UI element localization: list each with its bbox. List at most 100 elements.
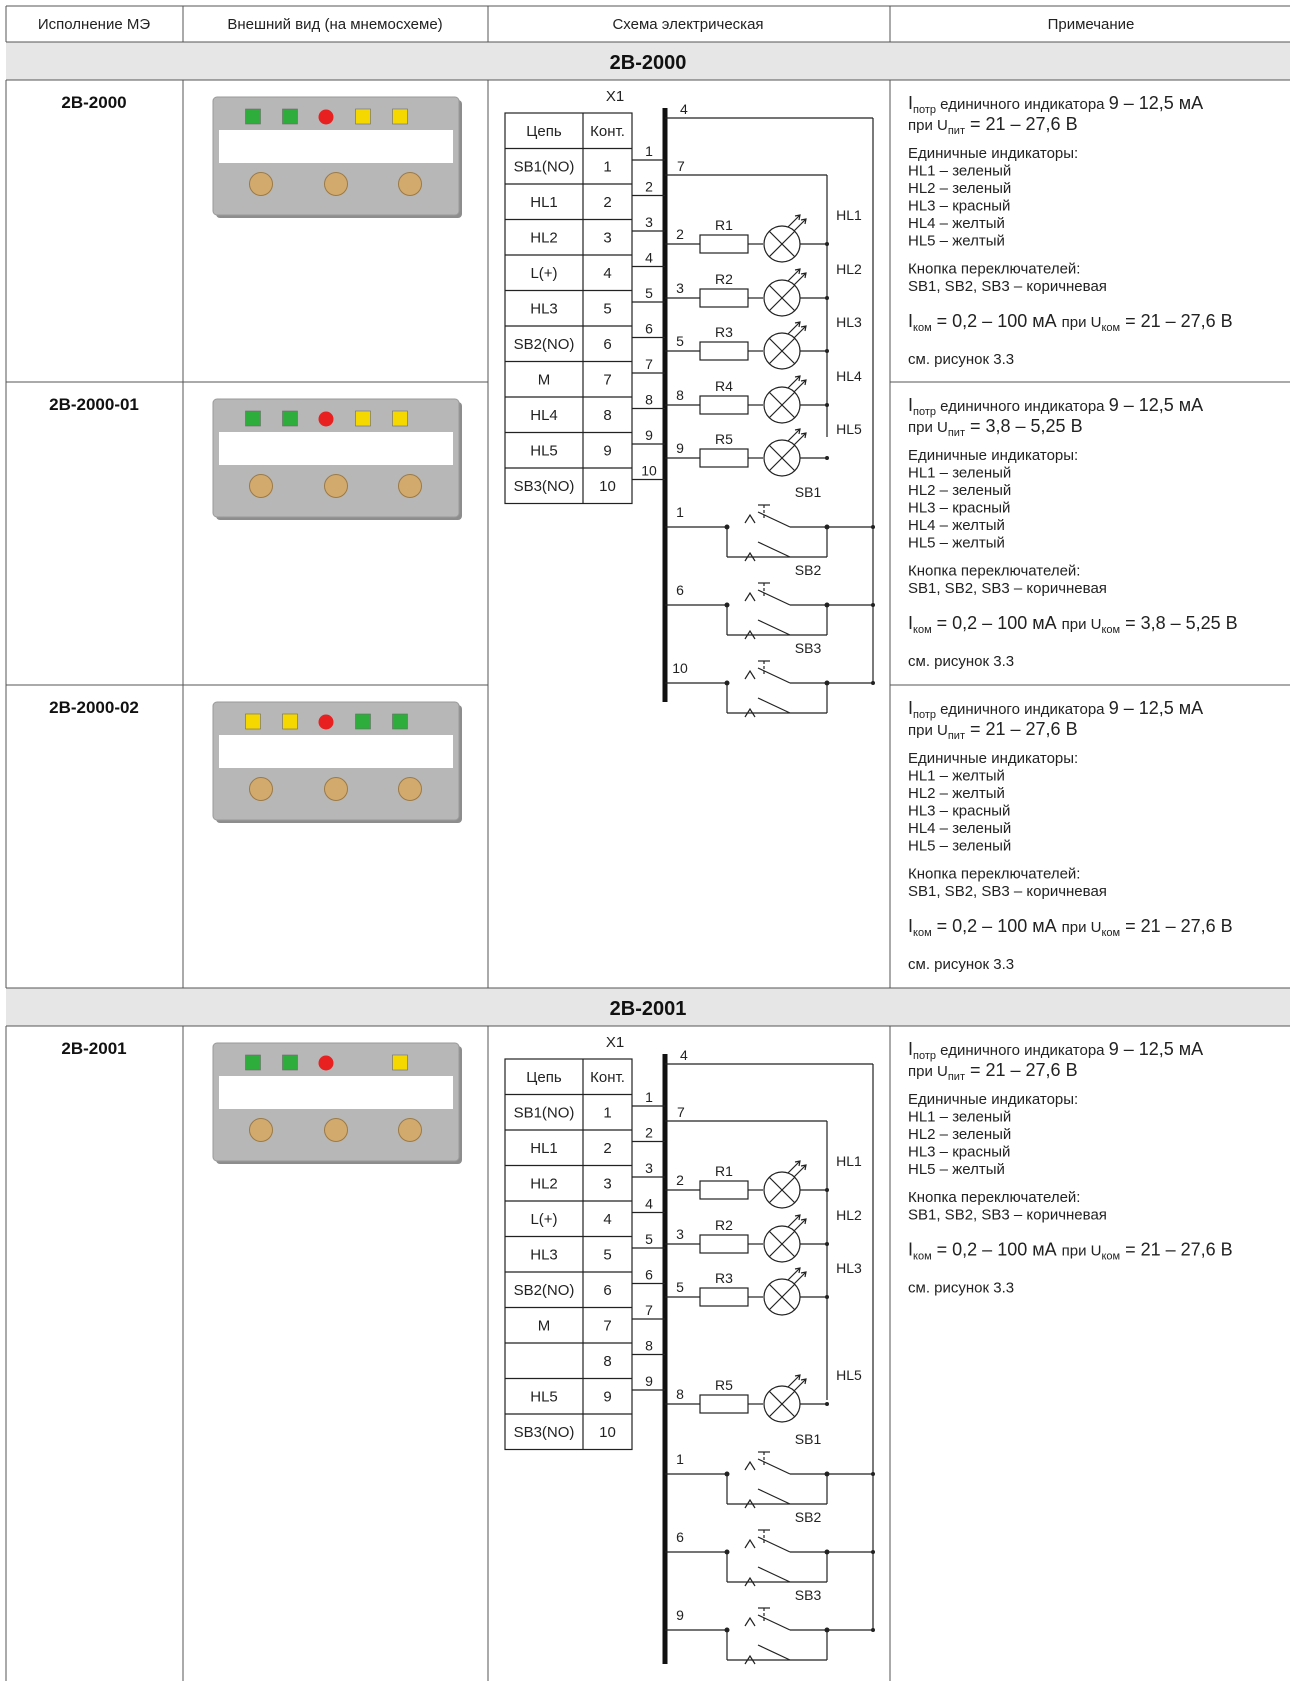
table-cell: 2 xyxy=(603,194,611,211)
switch-button xyxy=(324,474,348,498)
pin-number: 1 xyxy=(645,143,653,159)
buttons-color: SB1, SB2, SB3 – коричневая xyxy=(908,278,1107,295)
pin-number: 9 xyxy=(645,427,653,443)
table-cell: SB3(NO) xyxy=(514,1424,575,1441)
indicator-color: HL3 – красный xyxy=(908,803,1010,820)
wire-label: 6 xyxy=(676,582,684,598)
indicator-color: HL2 – зеленый xyxy=(908,482,1011,499)
wire-label: 5 xyxy=(676,1279,684,1295)
label-strip xyxy=(219,130,453,163)
table-cell: SB3(NO) xyxy=(514,478,575,495)
table-header: Конт. xyxy=(590,123,625,140)
switch-button xyxy=(249,777,273,801)
table-cell: SB1(NO) xyxy=(514,1104,575,1121)
resistor xyxy=(699,1394,749,1414)
led-indicator xyxy=(245,713,261,730)
lamp-branch: 8 R5 HL5 xyxy=(665,1367,862,1423)
header-col-version: Исполнение МЭ xyxy=(38,16,150,33)
table-cell: HL2 xyxy=(530,229,558,246)
supply-current: Iпотр единичного индикатора 9 – 12,5 мА xyxy=(908,395,1203,418)
wire-label: 8 xyxy=(676,1386,684,1402)
note-block: Iпотр единичного индикатора 9 – 12,5 мАп… xyxy=(908,698,1233,973)
lamp-label: HL5 xyxy=(836,1367,862,1383)
table-cell: 7 xyxy=(603,1317,611,1334)
switching-current: Iком = 0,2 – 100 мА при Uком = 21 – 27,6… xyxy=(908,916,1233,939)
wire-label: 3 xyxy=(676,280,684,296)
indicator-color: HL5 – желтый xyxy=(908,535,1005,552)
switching-current: Iком = 0,2 – 100 мА при Uком = 21 – 27,6… xyxy=(908,311,1233,334)
section-band xyxy=(6,988,1290,1026)
variant-name: 2В-2000-01 xyxy=(49,395,139,414)
table-cell: 3 xyxy=(603,229,611,246)
supply-current: Iпотр единичного индикатора 9 – 12,5 мА xyxy=(908,698,1203,721)
indicator-color: HL2 – зеленый xyxy=(908,1126,1011,1143)
lamp-label: HL3 xyxy=(836,1260,862,1276)
table-cell: 6 xyxy=(603,1282,611,1299)
see-figure: см. рисунок 3.3 xyxy=(908,653,1014,670)
connector-label: X1 xyxy=(606,88,624,105)
pin-number: 6 xyxy=(645,1267,653,1283)
led-indicator xyxy=(318,109,334,125)
resistor xyxy=(699,288,749,308)
buttons-color: SB1, SB2, SB3 – коричневая xyxy=(908,580,1107,597)
resistor xyxy=(699,395,749,415)
switch-label: SB2 xyxy=(795,1509,822,1525)
table-cell: L(+) xyxy=(530,1211,557,1228)
lamp-label: HL3 xyxy=(836,314,862,330)
led-indicator xyxy=(318,411,334,427)
section-title: 2В-2001 xyxy=(610,998,687,1020)
pin-number: 10 xyxy=(641,463,657,479)
push-switch: 9 SB3 xyxy=(665,1587,875,1665)
led-indicator xyxy=(355,713,371,730)
table-header: Цепь xyxy=(526,1069,562,1086)
table-cell: HL2 xyxy=(530,1175,558,1192)
led-indicator xyxy=(245,1054,261,1071)
switching-current: Iком = 0,2 – 100 мА при Uком = 21 – 27,6… xyxy=(908,1240,1233,1263)
table-cell: SB2(NO) xyxy=(514,336,575,353)
table-cell: 7 xyxy=(603,371,611,388)
front-panel xyxy=(212,398,462,520)
switch-button xyxy=(324,172,348,196)
led-indicator xyxy=(245,410,261,427)
led-indicator xyxy=(392,1054,408,1071)
pin-number: 6 xyxy=(645,321,653,337)
see-figure: см. рисунок 3.3 xyxy=(908,956,1014,973)
indicator-color: HL5 – желтый xyxy=(908,233,1005,250)
table-cell: HL1 xyxy=(530,194,558,211)
resistor-label: R5 xyxy=(715,1377,733,1393)
table-cell: 5 xyxy=(603,1246,611,1263)
table-cell: HL1 xyxy=(530,1140,558,1157)
wire-label: 9 xyxy=(676,1607,684,1623)
indicator-color: HL3 – красный xyxy=(908,1144,1010,1161)
switch-button xyxy=(249,172,273,196)
pin-number: 5 xyxy=(645,1231,653,1247)
table-header: Конт. xyxy=(590,1069,625,1086)
table-cell: HL4 xyxy=(530,407,558,424)
header-col-schematic: Схема электрическая xyxy=(612,16,763,33)
led-indicator xyxy=(392,713,408,730)
table-cell: HL5 xyxy=(530,442,558,459)
table-cell: 10 xyxy=(599,478,616,495)
table-cell: 4 xyxy=(603,265,611,282)
indicator-color: HL1 – зеленый xyxy=(908,163,1011,180)
indicators-title: Единичные индикаторы: xyxy=(908,447,1078,464)
table-cell: HL5 xyxy=(530,1388,558,1405)
resistor xyxy=(699,234,749,254)
table-cell: L(+) xyxy=(530,265,557,282)
label-strip xyxy=(219,432,453,465)
resistor-label: R4 xyxy=(715,378,733,394)
table-cell: 8 xyxy=(603,407,611,424)
switch-button xyxy=(324,1118,348,1142)
switch-label: SB3 xyxy=(795,1587,822,1603)
wire-label: 1 xyxy=(676,1451,684,1467)
front-panel xyxy=(212,701,462,823)
table-cell: 2 xyxy=(603,1140,611,1157)
switch-label: SB2 xyxy=(795,562,822,578)
